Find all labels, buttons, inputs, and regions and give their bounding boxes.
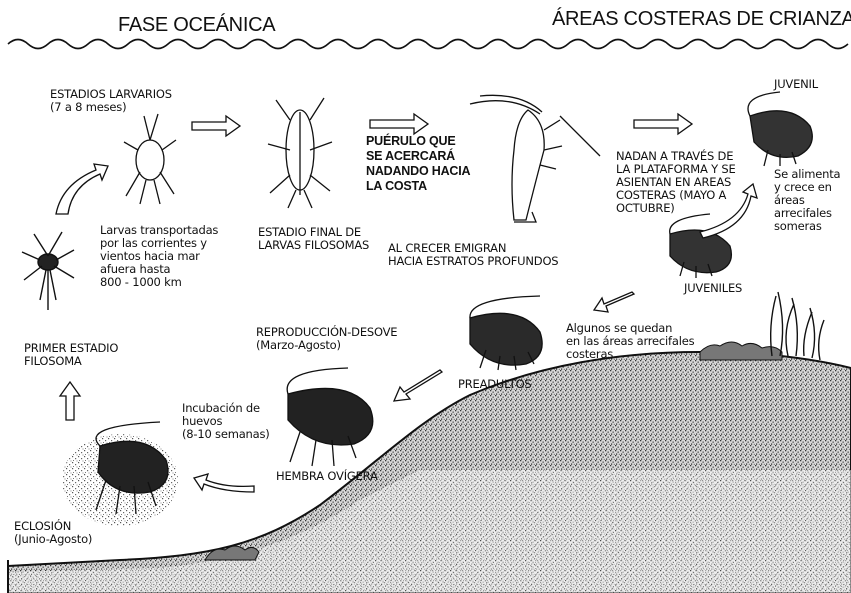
estadios-larvarios-illustration [124,114,176,204]
label-estadios-larvarios: ESTADIOS LARVARIOS (7 a 8 meses) [50,88,172,114]
preadultos-illustration [470,296,542,370]
label-nadan: NADAN A TRAVÉS DE LA PLATAFORMA Y SE ASI… [616,150,736,215]
label-se-alimenta: Se alimenta y crece en áreas arrecifales… [774,168,840,233]
arrow-2 [370,114,428,134]
label-algunos: Algunos se quedan en las áreas arrecifal… [566,322,694,361]
arrow-4 [56,164,108,214]
label-preadultos: PREADULTOS [458,378,532,391]
label-puerulo: PUÉRULO QUE SE ACERCARÁ NADANDO HACIA LA… [366,134,470,194]
label-juvenil: JUVENIL [774,78,818,91]
rocks-left [205,546,259,560]
primer-filosoma-illustration [22,232,74,310]
hembra-ovigera-illustration [287,368,373,466]
arrow-6 [594,292,634,312]
title-areas-costeras: ÁREAS COSTERAS DE CRIANZA [552,8,851,31]
arrow-7 [394,370,442,401]
label-hembra-ovigera: HEMBRA OVÍGERA [276,470,378,483]
puerulo-illustration [470,95,600,222]
label-reproduccion: REPRODUCCIÓN-DESOVE (Marzo-Agosto) [256,326,397,352]
label-juveniles: JUVENILES [684,282,742,295]
sea-surface-line [8,40,848,49]
label-eclosion: ECLOSIÓN (Junio-Agosto) [14,520,92,546]
arrow-1 [192,116,240,136]
label-primer-estadio: PRIMER ESTADIO FILOSOMA [24,342,118,368]
arrow-8 [194,474,254,492]
arrow-3 [634,114,692,134]
label-incubacion: Incubación de huevos (8-10 semanas) [182,402,270,441]
title-fase-oceanica: FASE OCEÁNICA [118,14,275,37]
label-al-crecer: AL CRECER EMIGRAN HACIA ESTRATOS PROFUND… [388,242,558,268]
juvenil-illustration [748,92,812,166]
eclosion-illustration [62,422,178,526]
label-estadio-final: ESTADIO FINAL DE LARVAS FILOSOMAS [258,226,369,252]
estadio-final-illustration [268,98,332,208]
label-larvas-transportadas: Larvas transportadas por las corrientes … [100,224,218,289]
arrow-9 [60,382,80,420]
rocks-right [700,342,782,360]
